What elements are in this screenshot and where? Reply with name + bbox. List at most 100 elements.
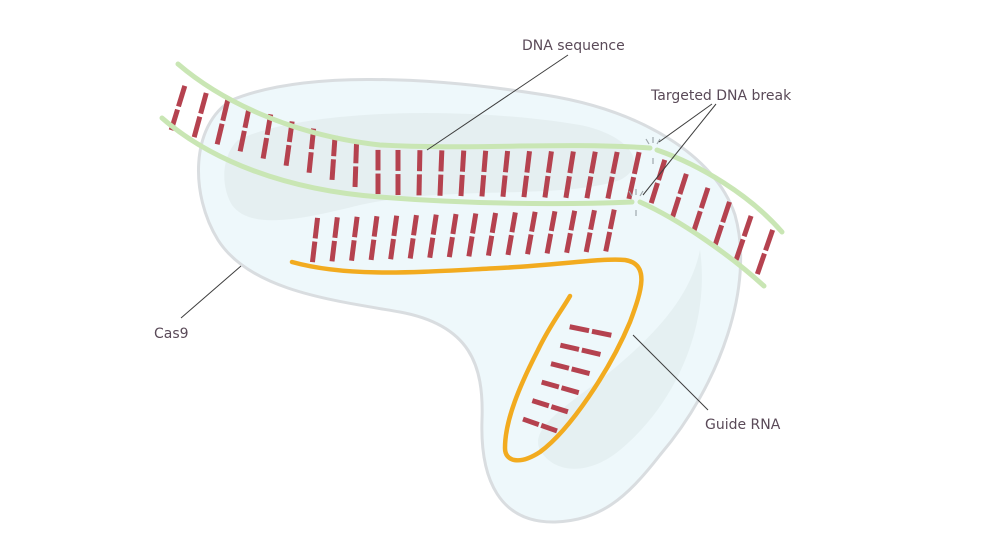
base-pair (509, 211, 518, 233)
base-pair (505, 234, 514, 256)
base-pair (388, 238, 396, 260)
base-pair (437, 174, 444, 196)
base-pair (391, 215, 400, 237)
base-pair (176, 85, 188, 108)
base-pair (560, 385, 580, 396)
base-pair (631, 151, 642, 175)
cas9-inner-shade (224, 113, 635, 221)
upper-rail-inner-right (637, 199, 767, 289)
base-pair (588, 151, 598, 174)
label-targeted-dna-break: Targeted DNA break (650, 88, 792, 104)
base-pair (352, 166, 359, 188)
base-pair (588, 209, 597, 231)
base-pair (283, 144, 292, 166)
base-pair (500, 175, 508, 198)
base-pair (306, 151, 314, 174)
base-pair (656, 159, 668, 181)
base-pair (540, 379, 560, 390)
upper-rail-outer-right (654, 147, 785, 235)
base-pair (446, 236, 455, 258)
base-pair (427, 237, 436, 259)
base-pair (481, 150, 489, 173)
label-dna-sequence: DNA sequence (522, 38, 625, 54)
base-pair (583, 232, 593, 253)
base-pair (489, 212, 499, 234)
dna-sequence-leader (426, 54, 569, 151)
base-pair (591, 328, 612, 338)
targeted-break-leader-lower (642, 103, 717, 196)
break-marker-upper (645, 137, 661, 164)
base-pair (450, 213, 459, 235)
base-pair (191, 116, 203, 138)
base-pair (485, 235, 495, 257)
base-pair (605, 176, 615, 200)
guide-rna-base-pairs (522, 324, 612, 434)
base-pair (545, 150, 554, 174)
base-pair (309, 241, 318, 263)
base-pair (524, 150, 532, 173)
break-marker-lower (628, 189, 644, 216)
base-pair (521, 175, 530, 198)
guide-rna-leader (632, 334, 709, 411)
dna-lower-base-pairs (309, 209, 617, 263)
upper-rail-inner (159, 115, 635, 207)
base-pair (438, 150, 445, 172)
base-pair (479, 175, 487, 197)
cas9-leader (180, 265, 242, 319)
base-pair (411, 214, 419, 236)
base-pair (368, 239, 377, 261)
base-pair (568, 210, 578, 231)
base-pair (220, 99, 231, 122)
base-pair (349, 239, 357, 261)
base-pair (607, 209, 617, 230)
base-pair (581, 347, 602, 357)
base-pair (329, 159, 336, 181)
base-pair (610, 151, 620, 175)
base-pair (502, 150, 511, 173)
upper-base-pairs (168, 85, 776, 275)
upper-rail-outer (175, 61, 653, 151)
base-pair (603, 231, 613, 252)
base-pair (470, 213, 479, 234)
base-pair (733, 238, 746, 261)
base-pair (353, 142, 360, 164)
base-pair (371, 215, 380, 237)
base-pair (712, 224, 725, 247)
base-pair (763, 229, 776, 252)
base-pair (260, 137, 270, 159)
base-pair (430, 214, 439, 236)
base-pair (540, 423, 558, 434)
base-pair (329, 240, 337, 262)
base-pair (720, 201, 732, 224)
guide-rna-strand (289, 257, 644, 463)
base-pair (563, 175, 572, 199)
targeted-break-leader-upper (658, 103, 713, 143)
base-pair (584, 176, 594, 199)
base-pair (677, 173, 689, 195)
base-pair (548, 210, 558, 232)
base-pair (626, 176, 637, 200)
base-pair (564, 232, 573, 254)
base-pair (544, 233, 554, 254)
base-pair (571, 366, 591, 376)
base-pair (214, 123, 225, 145)
base-pair (567, 151, 576, 174)
base-pair (459, 150, 467, 172)
base-pair (525, 234, 534, 255)
base-pair (407, 238, 416, 259)
base-pair (531, 398, 550, 409)
base-pair (312, 217, 321, 239)
base-pair (550, 361, 570, 371)
base-pair (550, 404, 569, 415)
label-guide-rna: Guide RNA (705, 417, 781, 433)
dna-upper-strand (159, 61, 785, 289)
base-pair (529, 211, 538, 232)
base-pair (237, 130, 247, 152)
base-pair (542, 175, 551, 198)
label-cas9: Cas9 (154, 326, 189, 342)
base-pair (332, 217, 340, 239)
base-pair (569, 324, 590, 334)
base-pair (458, 174, 465, 197)
base-pair (559, 342, 580, 352)
